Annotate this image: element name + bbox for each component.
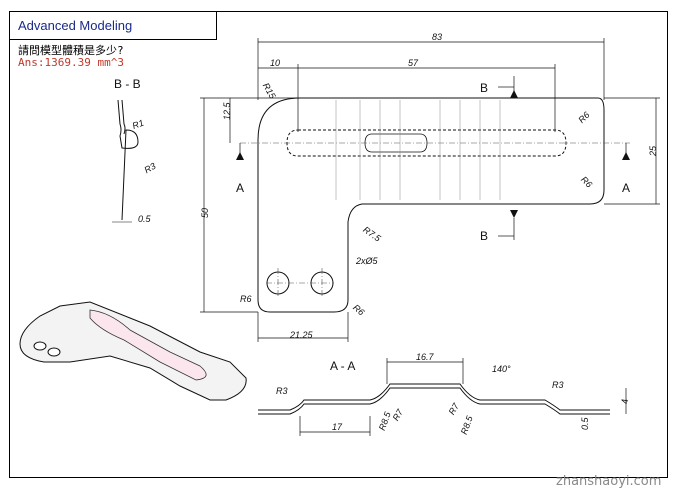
dim-aa-17: 17 <box>332 422 343 432</box>
dim-57: 57 <box>408 58 419 68</box>
dim-aa-4: 4 <box>620 399 630 404</box>
dim-aa-r8-5-right: R8.5 <box>459 414 475 436</box>
dim-25: 25 <box>648 145 658 157</box>
dim-aa-r7-right: R7 <box>447 401 462 417</box>
section-a-left: A <box>236 181 244 195</box>
title-block: Advanced Modeling <box>9 11 217 40</box>
slot-outline <box>286 129 567 157</box>
dim-aa-r3-right: R3 <box>552 380 564 390</box>
section-bb-label: B - B <box>114 77 141 91</box>
answer-text: Ans:1369.39 mm^3 <box>18 56 124 69</box>
dim-r6-top-right: R6 <box>576 110 591 125</box>
dim-r7-5: R7.5 <box>361 224 383 244</box>
dim-aa-r7-left: R7 <box>391 407 406 423</box>
dim-10: 10 <box>270 58 280 68</box>
dim-aa-140: 140° <box>492 364 511 374</box>
dim-83: 83 <box>432 32 442 42</box>
page-title: Advanced Modeling <box>18 18 133 33</box>
dim-bb-0-5: 0.5 <box>138 214 152 224</box>
dim-aa-16-7: 16.7 <box>416 352 435 362</box>
section-aa <box>258 383 610 415</box>
section-b-top: B <box>480 81 488 95</box>
question-text: 請問模型體積是多少? <box>18 44 124 57</box>
drawing-frame <box>9 11 668 478</box>
dim-r6-bottom-left: R6 <box>240 294 252 304</box>
dim-aa-r3-left: R3 <box>276 386 288 396</box>
dim-aa-0-5: 0.5 <box>580 416 590 430</box>
dim-r6-bottom-mid: R6 <box>351 302 366 317</box>
dim-bb-r3: R3 <box>143 161 158 175</box>
dim-bb-r1: R1 <box>131 118 145 131</box>
section-aa-label: A - A <box>330 359 355 373</box>
dim-r6-bottom-right: R6 <box>579 174 594 189</box>
isometric-view <box>19 301 247 401</box>
part-outline <box>257 97 605 313</box>
dim-aa-r8-5-left: R8.5 <box>377 410 393 432</box>
watermark-text: zhanshaoyi.com <box>556 474 662 489</box>
dim-21-25: 21.25 <box>289 330 314 340</box>
section-a-right: A <box>622 181 630 195</box>
dim-holes: 2xØ5 <box>355 256 379 266</box>
section-bb <box>112 99 139 223</box>
section-b-bottom: B <box>480 229 488 243</box>
dim-50: 50 <box>200 208 210 218</box>
dim-12-5: 12.5 <box>222 101 232 120</box>
